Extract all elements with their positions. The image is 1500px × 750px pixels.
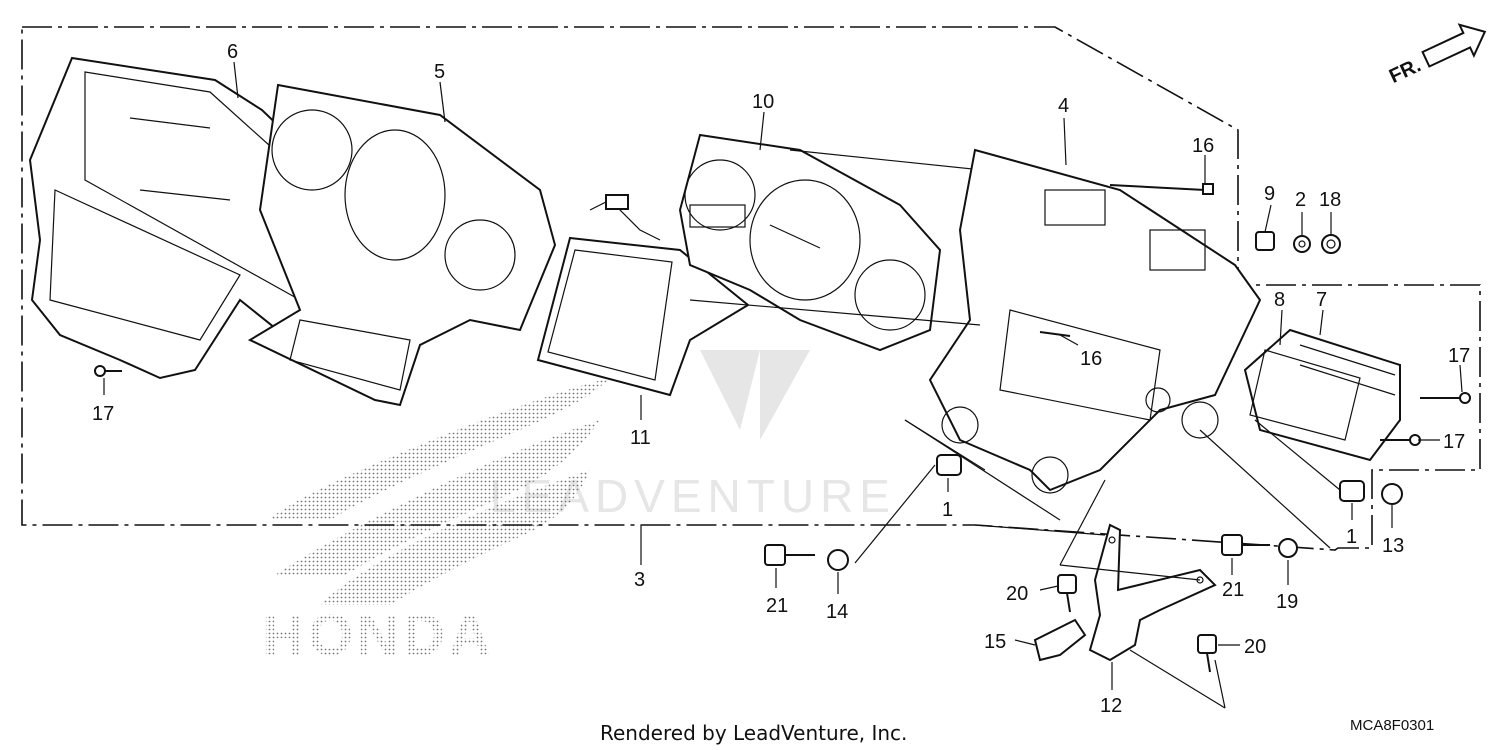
callout-16-mid: 16: [1080, 348, 1102, 370]
honda-wing-logo: HONDA: [262, 378, 610, 668]
callout-20-upper: 20: [1006, 583, 1028, 605]
callout-2: 2: [1295, 189, 1306, 211]
callout-20-lower: 20: [1244, 636, 1266, 658]
part-7-module[interactable]: [1243, 328, 1401, 462]
part-1-grommet-left[interactable]: [936, 454, 962, 476]
part-13-collar[interactable]: [1381, 483, 1403, 505]
part-18-collar[interactable]: [1321, 234, 1341, 254]
callout-11: 11: [630, 427, 651, 449]
render-credit: Rendered by LeadVenture, Inc.: [600, 721, 907, 745]
part-15-clip[interactable]: [1033, 618, 1087, 662]
diagram-code: MCA8F0301: [1350, 717, 1434, 734]
front-direction-indicator: FR.: [1386, 23, 1487, 88]
callout-16-top: 16: [1192, 135, 1214, 157]
callout-13: 13: [1382, 535, 1404, 557]
callout-1-left: 1: [942, 499, 953, 521]
callout-17-left: 17: [92, 403, 114, 425]
leader-lines: [103, 61, 1463, 709]
callout-8: 8: [1274, 289, 1285, 311]
callout-18: 18: [1319, 189, 1341, 211]
part-16-screw-top[interactable]: [1109, 183, 1214, 195]
callout-6: 6: [227, 41, 238, 63]
callout-7: 7: [1316, 289, 1327, 311]
callout-17-right-b: 17: [1443, 431, 1465, 453]
callout-4: 4: [1058, 95, 1069, 117]
callout-14: 14: [826, 601, 848, 623]
part-19-collar[interactable]: [1278, 538, 1298, 558]
part-21-bolt-right[interactable]: [1221, 534, 1270, 556]
callout-17-right-a: 17: [1448, 345, 1470, 367]
part-12-bracket[interactable]: [1088, 523, 1217, 662]
part-16-screw-mid[interactable]: [1039, 331, 1071, 337]
callout-15: 15: [984, 631, 1006, 653]
callout-21-right: 21: [1222, 579, 1244, 601]
part-4-meter-case[interactable]: [928, 148, 1262, 494]
svg-text:HONDA: HONDA: [262, 603, 495, 668]
callout-21-left: 21: [766, 595, 788, 617]
part-14-collar[interactable]: [827, 549, 849, 571]
part-21-bolt-left[interactable]: [764, 544, 815, 566]
part-20-bolt-lower[interactable]: [1197, 634, 1217, 673]
callout-12: 12: [1100, 695, 1122, 717]
part-11-display-unit[interactable]: [536, 194, 750, 397]
callout-19: 19: [1276, 591, 1298, 613]
part-10-instrument-cluster[interactable]: [678, 133, 1031, 352]
callout-1-right: 1: [1346, 526, 1357, 548]
part-17-screw-right-b[interactable]: [1380, 434, 1421, 446]
part-17-screw-right-a[interactable]: [1420, 392, 1471, 404]
front-arrow-icon: [1421, 23, 1487, 68]
callout-10: 10: [752, 91, 774, 113]
callout-5: 5: [434, 61, 445, 83]
callout-9: 9: [1264, 183, 1275, 205]
part-2-washer[interactable]: [1293, 235, 1311, 253]
part-8-gasket[interactable]: [1249, 349, 1361, 441]
callout-3: 3: [634, 569, 645, 591]
part-9-grommet[interactable]: [1255, 231, 1275, 251]
part-1-grommet-right[interactable]: [1339, 480, 1365, 502]
front-label: FR.: [1386, 54, 1424, 88]
part-17-screw-left[interactable]: [94, 365, 122, 377]
callouts: 6 5 10 4 16 9 2 18 8 7 17 16 17 17 11 3 …: [92, 41, 1470, 717]
part-5-meter-panel[interactable]: [247, 83, 557, 407]
part-20-bolt-upper[interactable]: [1057, 574, 1077, 613]
